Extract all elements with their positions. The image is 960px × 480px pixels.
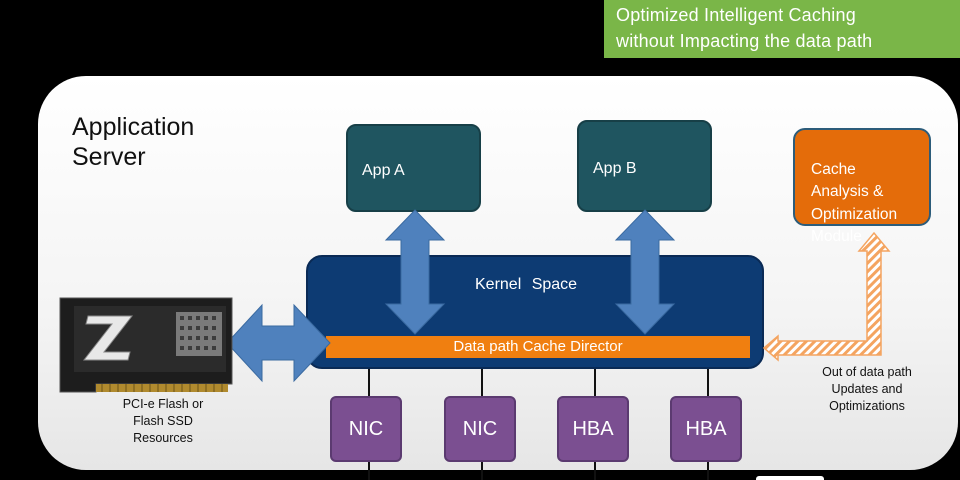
flash-double-arrow [226,303,331,383]
port-label: HBA [685,418,727,440]
kernel-space-label: Kernel Space [475,276,578,293]
server-title: Application Server [72,113,195,171]
title-banner: Optimized Intelligent Caching without Im… [604,0,960,58]
app-a-double-arrow [384,209,446,335]
pcie-flash-card-icon [59,297,233,393]
bottom-tab [756,476,824,480]
cache-analysis-module[interactable]: Cache Analysis & Optimization Module [793,128,931,245]
out-of-path-arrow [762,231,891,362]
cache-module-label: Cache Analysis & Optimization Module [811,160,898,246]
app-b-label: App B [593,160,637,177]
hba-port-2[interactable]: HBA [670,396,742,462]
port-label: NIC [462,418,498,440]
app-a-label: App A [362,162,405,179]
cache-director-label: Data path Cache Director [453,338,623,355]
port-label: HBA [572,418,614,440]
out-of-path-caption: Out of data path Updates and Optimizatio… [822,365,912,413]
nic-port-2[interactable]: NIC [444,396,516,462]
nic-port-1[interactable]: NIC [330,396,402,462]
port-label: NIC [348,418,384,440]
flash-caption: PCI-e Flash or Flash SSD Resources [122,397,204,445]
cache-director-bar[interactable]: Data path Cache Director [326,336,750,358]
banner-text: Optimized Intelligent Caching without Im… [616,5,873,51]
app-b-double-arrow [614,209,676,335]
hba-port-1[interactable]: HBA [557,396,629,462]
